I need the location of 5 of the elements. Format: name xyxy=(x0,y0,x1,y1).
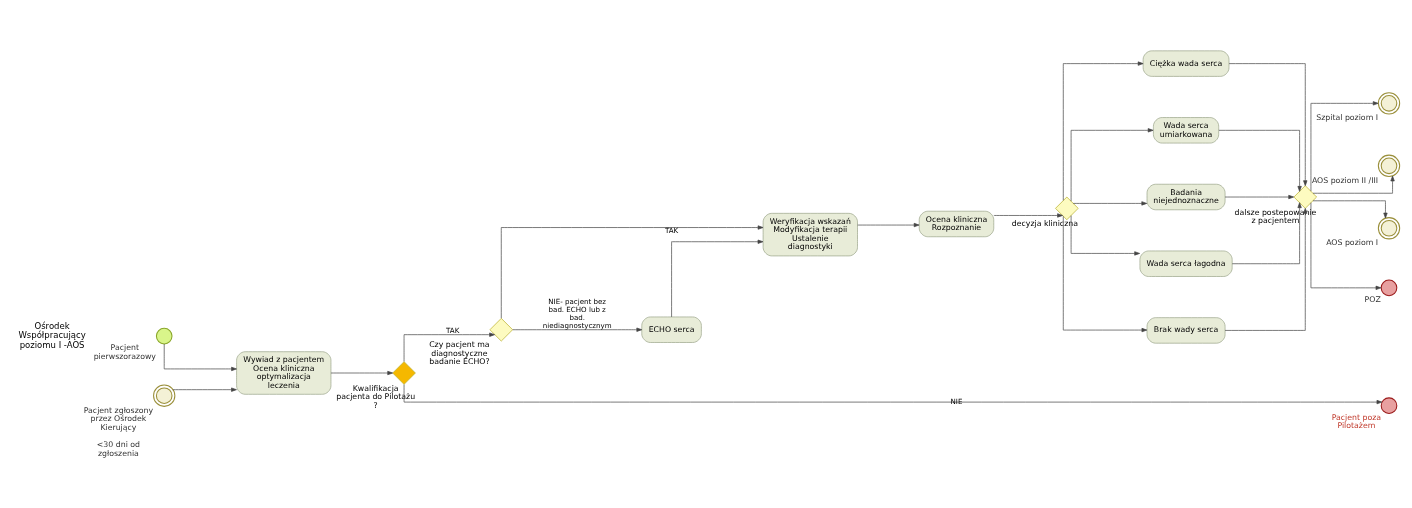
label: Ośrodek Współpracujący poziomu I -AOS xyxy=(18,320,86,350)
edge-label: TAK xyxy=(664,225,679,234)
edge-label: NIE- pacjent bez bad. ECHO lub z bad. niediagnostycznym xyxy=(542,296,612,330)
edge-label: TAK xyxy=(446,325,460,335)
edge-label: NIE xyxy=(950,396,963,406)
